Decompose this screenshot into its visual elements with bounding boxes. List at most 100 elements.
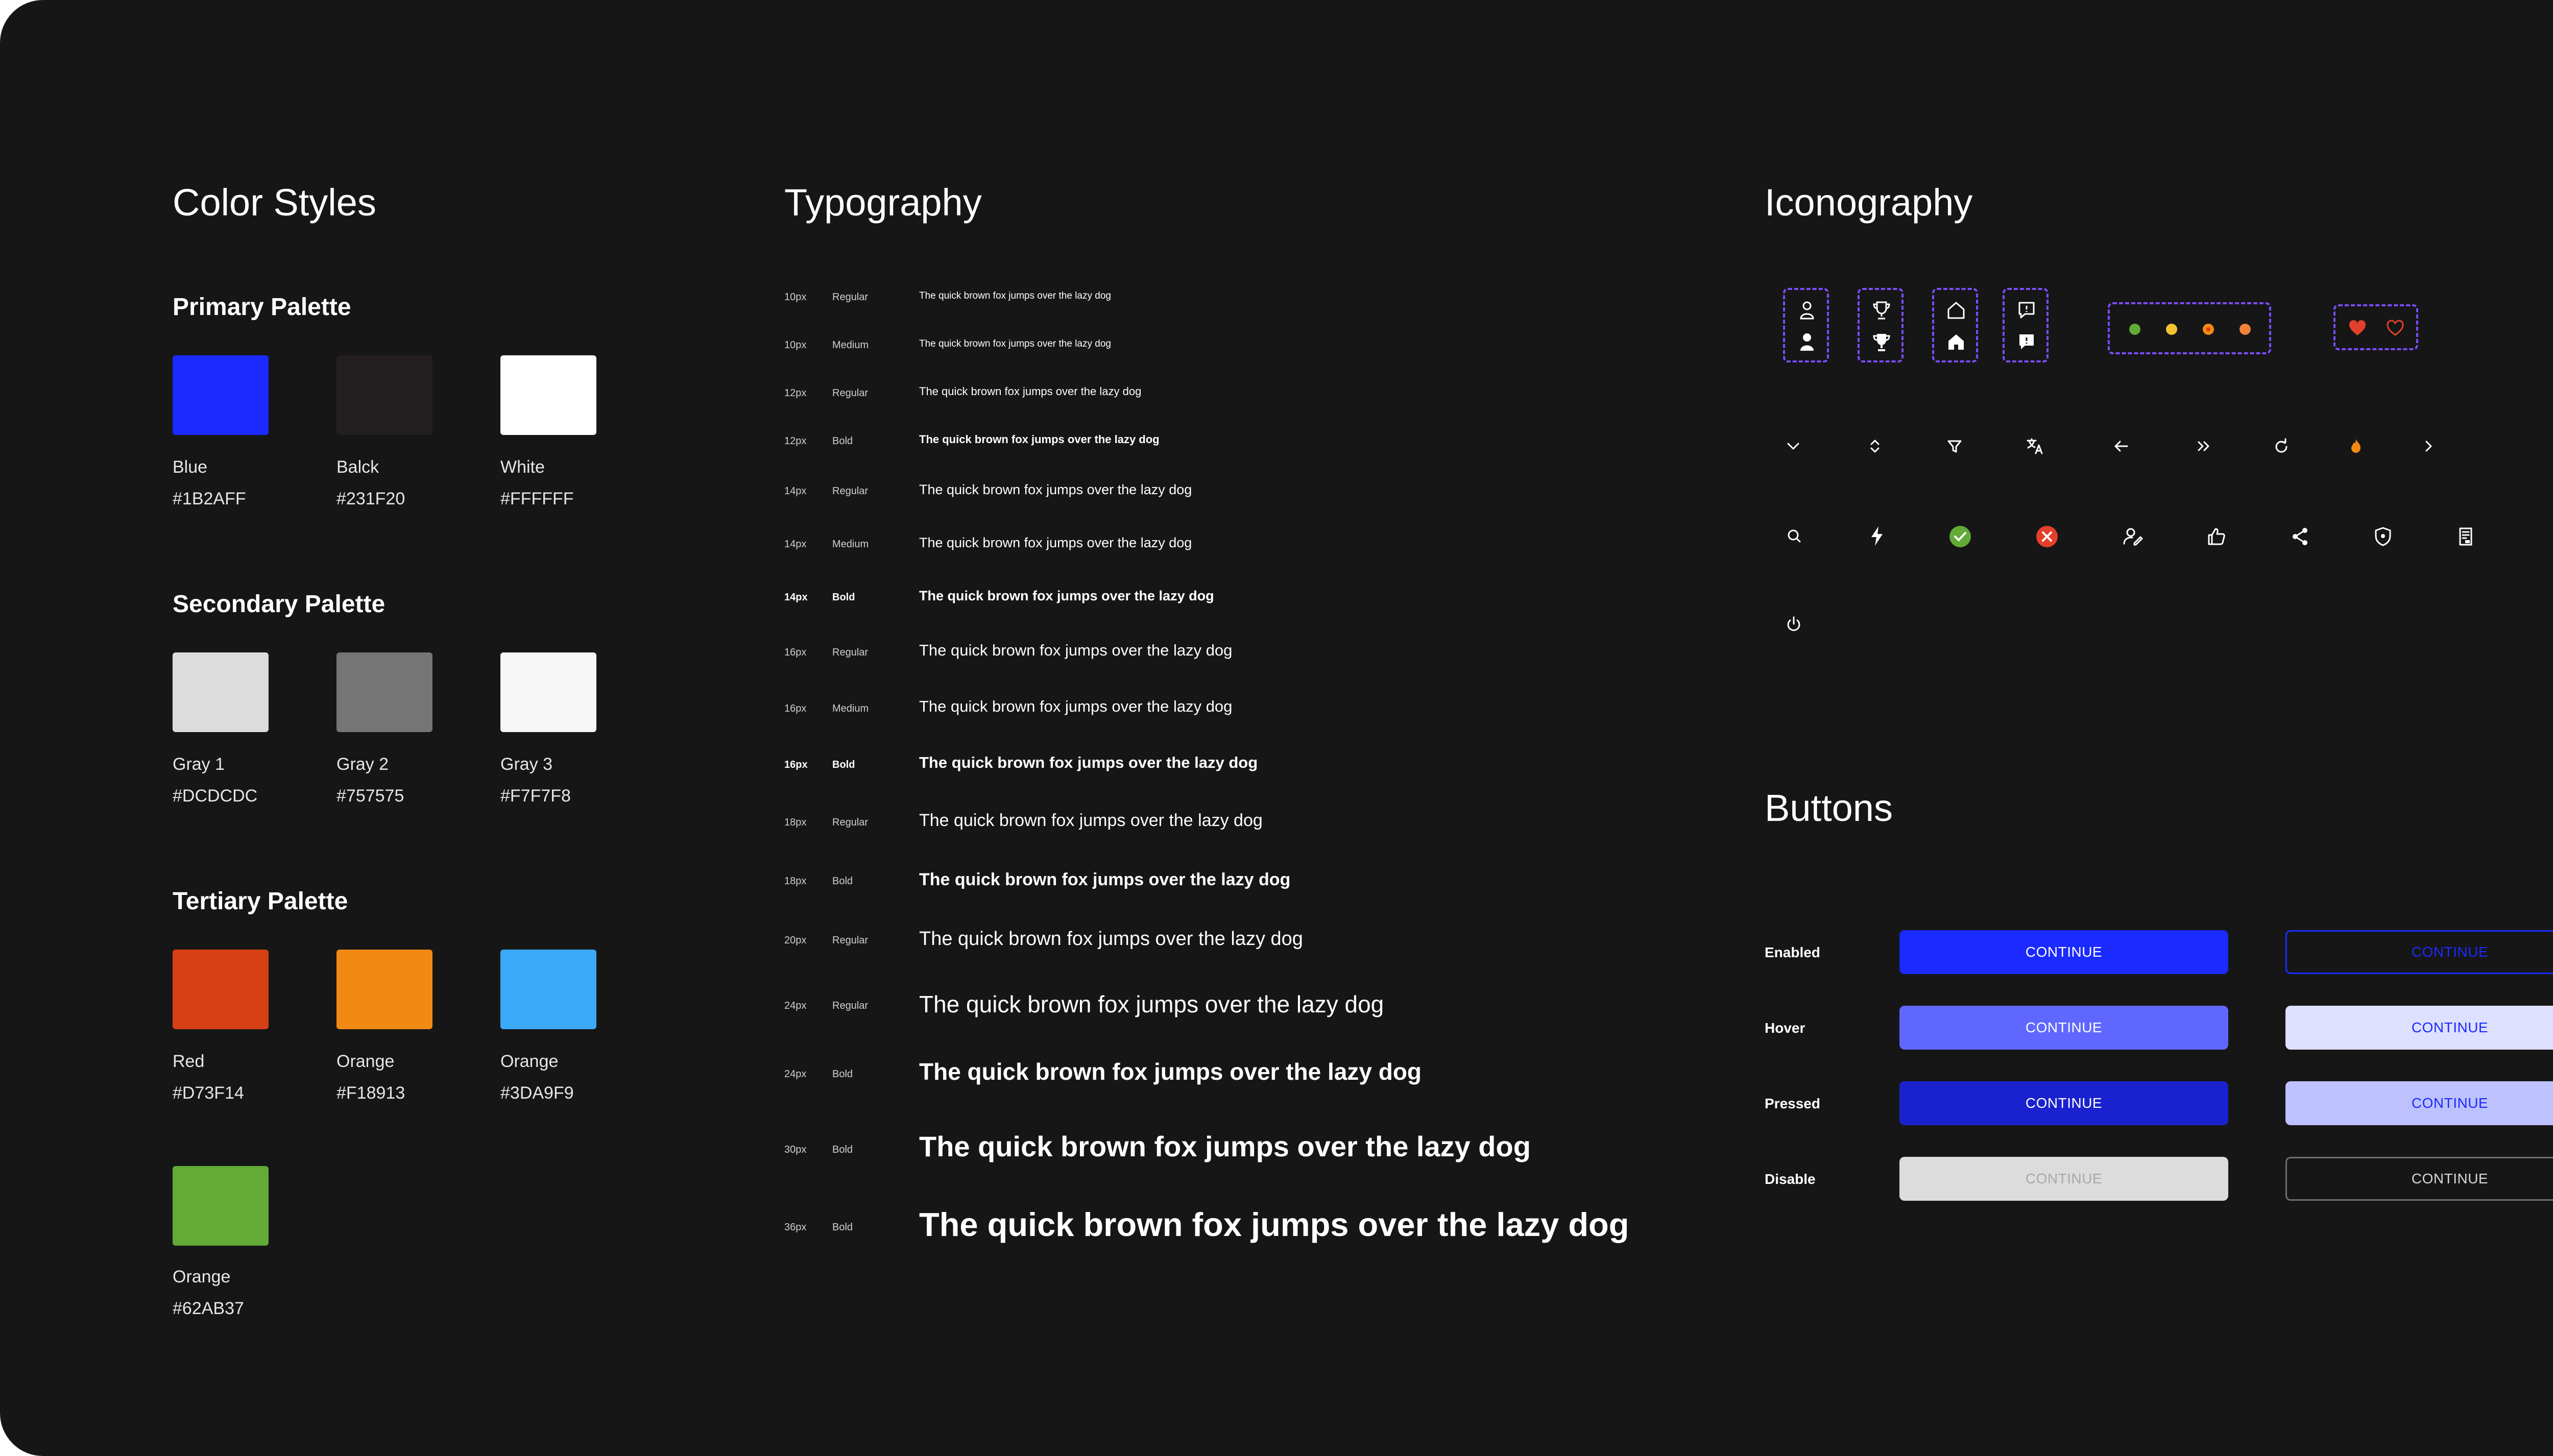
share-icon[interactable] (2290, 526, 2311, 547)
chevron-down-icon[interactable] (1783, 436, 1803, 456)
flame-icon[interactable] (2346, 436, 2366, 456)
home-filled-icon[interactable] (1946, 332, 1966, 352)
swatch-name: Orange (336, 1052, 395, 1071)
tertiary-palette-title: Tertiary Palette (173, 888, 348, 915)
swatch-hex: #F7F7F8 (500, 786, 571, 806)
swatch-gray-1[interactable] (173, 652, 269, 732)
continue-button-primary-disabled[interactable]: CONTINUE (1899, 1157, 2228, 1201)
type-size-label: 14px (784, 486, 807, 497)
continue-button-outline-disabled[interactable]: CONTINUE (2285, 1157, 2553, 1201)
type-weight-label: Regular (832, 647, 869, 658)
type-weight-label: Regular (832, 935, 869, 946)
swatch-name: Red (173, 1052, 205, 1071)
swatch-name: Orange (500, 1052, 559, 1071)
type-size-label: 18px (784, 817, 807, 828)
type-size-label: 20px (784, 935, 807, 946)
type-weight-label: Medium (832, 703, 869, 714)
swatch-hex: #DCDCDC (173, 786, 258, 806)
swatch-light-blue[interactable] (500, 950, 596, 1029)
type-size-label: 24px (784, 1069, 807, 1080)
type-sample: The quick brown fox jumps over the lazy … (919, 754, 1258, 771)
search-icon[interactable] (1784, 526, 1804, 546)
continue-button-primary-pressed[interactable]: CONTINUE (1899, 1081, 2228, 1125)
swatch-white[interactable] (500, 355, 596, 435)
swatch-gray-2[interactable] (336, 652, 432, 732)
continue-button-primary-enabled[interactable]: CONTINUE (1899, 930, 2228, 974)
swatch-red[interactable] (173, 950, 269, 1029)
user-icon-variants (1783, 288, 1829, 362)
type-sample: The quick brown fox jumps over the lazy … (919, 535, 1192, 550)
translate-icon[interactable] (2025, 436, 2045, 456)
continue-button-outline-hover[interactable]: CONTINUE (2285, 1006, 2553, 1050)
state-label-disable: Disable (1765, 1171, 1816, 1187)
swatch-name: Gray 1 (173, 755, 225, 774)
chat-icon[interactable] (2017, 300, 2036, 321)
continue-button-outline-pressed[interactable]: CONTINUE (2285, 1081, 2553, 1125)
type-size-label: 18px (784, 876, 807, 887)
chevron-right-icon[interactable] (2418, 436, 2439, 456)
shield-icon[interactable] (2372, 526, 2394, 547)
chat-filled-icon[interactable] (2017, 332, 2036, 352)
heart-icon[interactable] (2386, 319, 2405, 337)
type-sample: The quick brown fox jumps over the lazy … (919, 1130, 1531, 1162)
arrow-left-icon[interactable] (2111, 436, 2131, 456)
trophy-icon[interactable] (1873, 300, 1890, 321)
home-icon-variants (1932, 288, 1978, 362)
swatch-green[interactable] (173, 1166, 269, 1246)
swatch-hex: #62AB37 (173, 1299, 244, 1318)
edit-user-icon[interactable] (2122, 526, 2143, 547)
user-filled-icon[interactable] (1799, 332, 1815, 352)
type-sample: The quick brown fox jumps over the lazy … (919, 482, 1192, 497)
close-circle-icon[interactable] (2035, 525, 2059, 548)
check-circle-icon[interactable] (1948, 525, 1972, 548)
swatch-name: Orange (173, 1267, 231, 1287)
swatch-hex: #D73F14 (173, 1083, 244, 1103)
heart-filled-icon[interactable] (2348, 319, 2367, 337)
type-size-label: 16px (784, 703, 807, 714)
type-weight-label: Regular (832, 387, 869, 399)
type-size-label: 14px (784, 539, 807, 550)
status-dot-orange-icon (2202, 323, 2215, 336)
swatch-hex: #1B2AFF (173, 489, 246, 508)
thumbs-up-icon[interactable] (2206, 526, 2227, 547)
status-dots-variants (2108, 302, 2271, 354)
refresh-icon[interactable] (2271, 436, 2292, 456)
flash-icon[interactable] (1867, 525, 1887, 547)
double-chevron-right-icon[interactable] (2194, 436, 2214, 456)
type-size-label: 12px (784, 387, 807, 399)
swatch-hex: #3DA9F9 (500, 1083, 574, 1103)
swatch-black[interactable] (336, 355, 432, 435)
continue-button-outline-enabled[interactable]: CONTINUE (2285, 930, 2553, 974)
sort-icon[interactable] (1865, 436, 1885, 456)
filter-icon[interactable] (1944, 436, 1965, 456)
continue-button-primary-hover[interactable]: CONTINUE (1899, 1006, 2228, 1050)
receipt-icon[interactable] (2455, 526, 2476, 547)
type-size-label: 14px (784, 592, 808, 603)
swatch-gray-3[interactable] (500, 652, 596, 732)
type-weight-label: Medium (832, 539, 869, 550)
type-sample: The quick brown fox jumps over the lazy … (919, 588, 1214, 603)
type-sample: The quick brown fox jumps over the lazy … (919, 338, 1111, 349)
type-weight-label: Bold (832, 876, 853, 887)
type-weight-label: Regular (832, 1000, 869, 1011)
swatch-name: Gray 2 (336, 755, 389, 774)
type-size-label: 36px (784, 1222, 807, 1233)
secondary-palette-title: Secondary Palette (173, 591, 386, 618)
type-size-label: 10px (784, 339, 807, 351)
trophy-icon-variants (1858, 288, 1904, 362)
swatch-blue[interactable] (173, 355, 269, 435)
type-sample: The quick brown fox jumps over the lazy … (919, 697, 1233, 715)
user-icon[interactable] (1799, 300, 1815, 321)
status-dot-green-icon (2128, 323, 2141, 336)
home-icon[interactable] (1946, 300, 1966, 321)
power-icon[interactable] (1783, 614, 1804, 635)
type-sample: The quick brown fox jumps over the lazy … (919, 1058, 1422, 1085)
status-dot-yellow-icon (2165, 323, 2178, 336)
swatch-orange[interactable] (336, 950, 432, 1029)
type-weight-label: Regular (832, 486, 869, 497)
type-sample: The quick brown fox jumps over the lazy … (919, 811, 1263, 830)
type-sample: The quick brown fox jumps over the lazy … (919, 1206, 1629, 1243)
trophy-filled-icon[interactable] (1873, 332, 1890, 352)
type-weight-label: Medium (832, 339, 869, 351)
type-weight-label: Bold (832, 1069, 853, 1080)
